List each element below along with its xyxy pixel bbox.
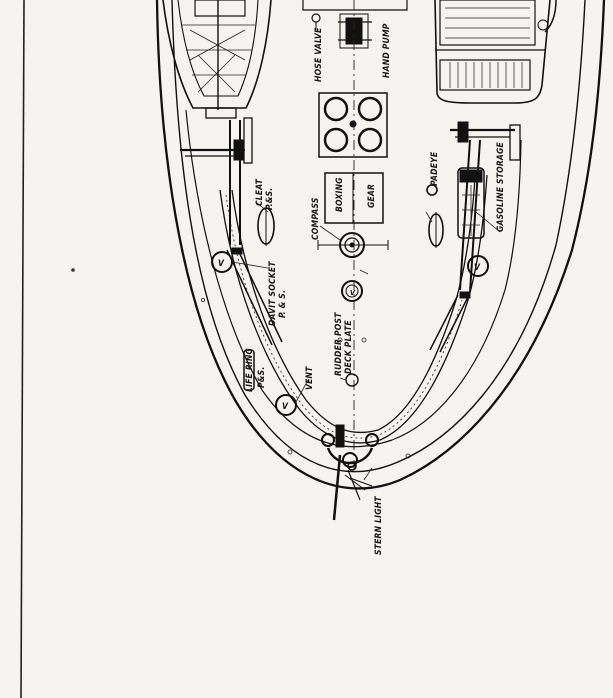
davit-starboard: [429, 121, 521, 353]
hand-pump-label: HAND PUMP: [382, 23, 392, 78]
davit-socket-sides-label: P. & S.: [278, 290, 288, 318]
cleat-label: CLEAT: [255, 178, 265, 206]
dinghy-starboard: [434, 0, 557, 104]
vent-aft-mark: V: [282, 402, 289, 412]
life-ring-label: LIFE RING: [245, 348, 255, 392]
rudder-post-label: RUDDER POST: [334, 312, 344, 376]
deck-plate: [345, 373, 359, 387]
vent-port-mark: V: [218, 259, 225, 269]
deck-plate-label: DECK PLATE: [344, 320, 354, 374]
engine-hatch-grid: [318, 92, 388, 158]
steering-box-label: BOXING: [335, 177, 345, 212]
dinghy-port: [162, 0, 272, 119]
davit-socket-label: DAVIT SOCKET: [268, 261, 278, 326]
cleat-sides-label: P.&S.: [265, 188, 275, 210]
coaming-inner: [231, 177, 476, 434]
outer-hull-outline: [155, 0, 606, 490]
coaming-hatch: [225, 194, 463, 439]
ink-speck: [71, 268, 75, 272]
gunwale-line: [171, 0, 586, 473]
vent-aft: V: [275, 394, 297, 416]
vent-starboard: V: [467, 255, 489, 277]
stern-light: [332, 454, 373, 521]
cleat-starboard: [428, 212, 444, 248]
padeye-label: PADEYE: [430, 151, 440, 186]
vent-label: VENT: [305, 366, 315, 390]
gasoline-storage-label: GASOLINE STORAGE: [496, 141, 506, 232]
compass-label: COMPASS: [311, 197, 321, 240]
leader-lines: [231, 201, 501, 481]
compass-binnacle: [317, 232, 389, 258]
life-ring-sides-label: P&S.: [257, 367, 267, 389]
vent-port: V: [211, 251, 233, 273]
hull-rivets: [200, 297, 411, 459]
vent-starboard-mark: V: [474, 263, 481, 273]
rudder-post-circle: V: [341, 280, 363, 302]
gasoline-storage-tank: [457, 167, 485, 239]
svg-text:V: V: [350, 289, 356, 297]
hose-valve-label: HOSE VALVE: [314, 27, 324, 82]
deck-edge-line: [185, 109, 522, 448]
steering-gear-label: GEAR: [367, 184, 377, 208]
padeye-starboard: [426, 184, 438, 196]
cleat-port: [257, 206, 275, 246]
sheet-border-line: [20, 0, 25, 698]
coaming-outer: [219, 174, 488, 444]
davit-port: [180, 117, 283, 346]
stern-light-label: STERN LIGHT: [374, 496, 384, 555]
life-ring-port: [243, 349, 255, 391]
center-marks: [337, 269, 369, 343]
